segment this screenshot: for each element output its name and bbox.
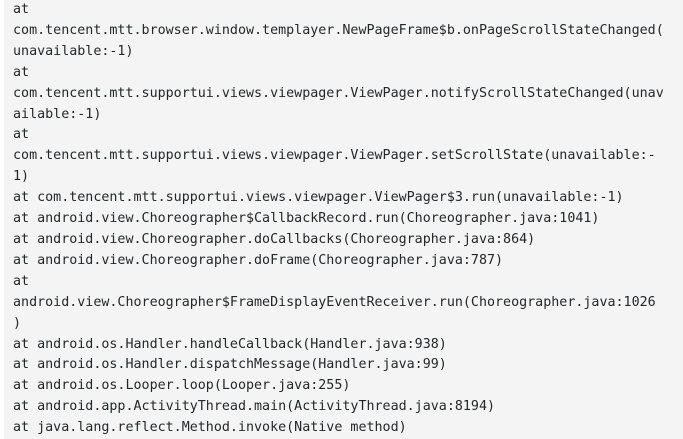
stack-trace-code-block: at com.tencent.mtt.browser.window.templa… (4, 0, 683, 439)
